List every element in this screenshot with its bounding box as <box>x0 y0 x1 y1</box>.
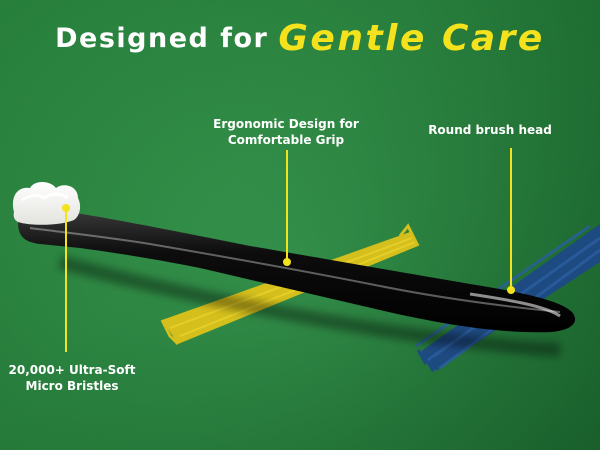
headline-accent: Gentle Care <box>278 18 545 59</box>
callout-bristles-label: 20,000+ Ultra-Soft Micro Bristles <box>2 362 142 394</box>
callout-grip-pointer <box>283 150 291 266</box>
bristle-tuft <box>12 182 81 225</box>
callout-bristles-line2: Micro Bristles <box>25 379 119 393</box>
callout-grip-line1: Ergonomic Design for <box>213 117 359 131</box>
headline: Designed for Gentle Care <box>0 18 600 59</box>
callout-grip-line2: Comfortable Grip <box>227 133 345 147</box>
callout-bristles-pointer <box>62 204 70 352</box>
callout-head-label: Round brush head <box>420 122 560 138</box>
callout-head-line1: Round brush head <box>428 123 552 137</box>
callout-grip-label: Ergonomic Design for Comfortable Grip <box>200 116 372 148</box>
toothbrush-body <box>18 209 576 333</box>
callout-head-pointer <box>507 148 515 294</box>
brush-shadow <box>58 255 561 357</box>
headline-plain: Designed for <box>55 23 269 54</box>
callout-bristles-line1: 20,000+ Ultra-Soft <box>8 363 136 377</box>
